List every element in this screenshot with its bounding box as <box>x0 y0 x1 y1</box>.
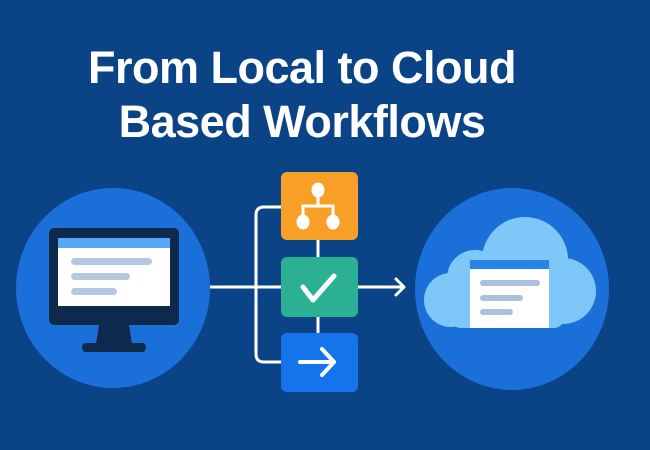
arrow-right-icon <box>298 347 336 377</box>
title-line-2: Based Workflows <box>118 96 486 147</box>
checkmark-icon <box>300 273 337 303</box>
hierarchy-step <box>281 172 358 240</box>
deploy-step <box>281 333 358 392</box>
title-line-1: From Local to Cloud <box>88 42 516 93</box>
validation-step <box>281 257 358 317</box>
hierarchy-icon <box>296 182 340 230</box>
monitor-icon <box>49 228 179 352</box>
connector-lines <box>210 205 406 364</box>
cloud-window-icon <box>470 260 549 328</box>
